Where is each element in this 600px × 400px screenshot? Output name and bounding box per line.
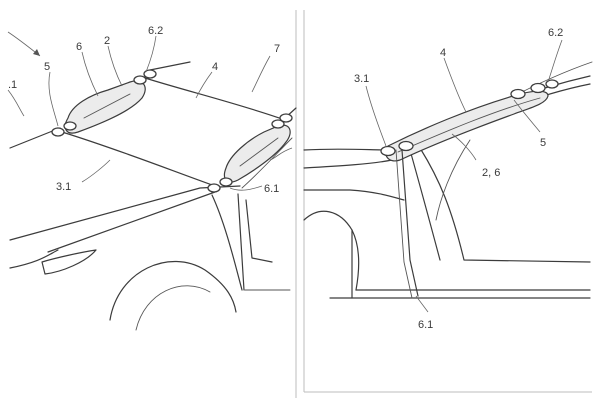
label-3-1: 3.1 [56, 181, 71, 193]
bumper-line [9, 249, 59, 269]
leader-3-1 [81, 159, 111, 183]
leader-2 [107, 45, 123, 87]
a-pillar-rear [245, 199, 273, 263]
leader-4-right [443, 57, 467, 113]
ring-6-1 [207, 183, 221, 193]
ring-6-2b [545, 79, 559, 89]
windscreen-edge [241, 137, 293, 189]
left-panel: .1 5 6 2 6.2 7 4 3.1 6.1 [7, 10, 297, 398]
airbag-seam [83, 93, 131, 119]
ring-6-2 [133, 75, 147, 85]
leader-6-2-right [547, 39, 563, 83]
a-pillar-front [237, 193, 245, 291]
door-frame [419, 147, 591, 263]
hood-crease [47, 191, 216, 253]
cable-4 [144, 77, 286, 121]
ring-3-1 [380, 145, 396, 157]
label-2-6-right: 2, 6 [482, 167, 500, 179]
leader-5 [48, 71, 59, 127]
arrow-head [33, 49, 40, 56]
cable-6-1b [395, 149, 413, 299]
cable-rear-left [149, 61, 191, 71]
label-4-right: 4 [440, 47, 446, 59]
ring-front-left-2 [63, 121, 77, 131]
leader-6-2 [145, 35, 157, 73]
beltline-lower [303, 159, 393, 169]
leader-7 [251, 55, 271, 93]
leader-5-right [513, 99, 541, 133]
leader-6 [81, 51, 99, 97]
label-7: 7 [274, 43, 280, 55]
ring-6-1b [219, 177, 233, 187]
label-4: 4 [212, 61, 218, 73]
ring-rear-right-2 [279, 113, 293, 123]
wheel-arch [109, 261, 237, 321]
cable-3-1 [61, 131, 216, 187]
label-2: 2 [104, 35, 110, 47]
a-pillar-outer [409, 149, 441, 261]
label-3-1-right: 3.1 [354, 73, 369, 85]
fender-curve [303, 210, 360, 291]
label-6-2: 6.2 [148, 25, 163, 37]
fender-edge [211, 194, 243, 291]
leader-6-1 [229, 185, 263, 191]
ring-5 [510, 88, 526, 100]
cable-6-1 [401, 149, 419, 297]
label-6-2-right: 6.2 [548, 27, 563, 39]
beltline-front [303, 148, 389, 151]
label-5: 5 [44, 61, 50, 73]
label-5-right: 5 [540, 137, 546, 149]
ring-6-2 [530, 82, 546, 94]
hood-line [9, 185, 241, 241]
ring-front-left [51, 127, 65, 137]
leader-4 [195, 71, 213, 99]
leader-6-1-right [415, 295, 429, 313]
window-edge [435, 139, 471, 221]
leader-2-6-right [451, 133, 477, 161]
leader-3-1-right [365, 85, 387, 147]
fender-top [303, 189, 405, 201]
headlight [41, 249, 97, 275]
roof-airbag [385, 90, 549, 162]
ring-rear-right [271, 119, 285, 129]
leader-1 [7, 89, 25, 117]
right-panel: 3.1 4 6.2 5 2, 6 6.1 [303, 10, 593, 393]
airbag-right-seam [239, 137, 279, 167]
label-6-1-right: 6.1 [418, 319, 433, 331]
label-6-1: 6.1 [264, 183, 279, 195]
ring-6-2b [143, 69, 157, 79]
label-6: 6 [76, 41, 82, 53]
leader-right-edge [269, 147, 293, 161]
ring-3-1b [398, 140, 414, 152]
label-1: .1 [8, 79, 17, 91]
wheel-arch-inner [135, 285, 211, 331]
